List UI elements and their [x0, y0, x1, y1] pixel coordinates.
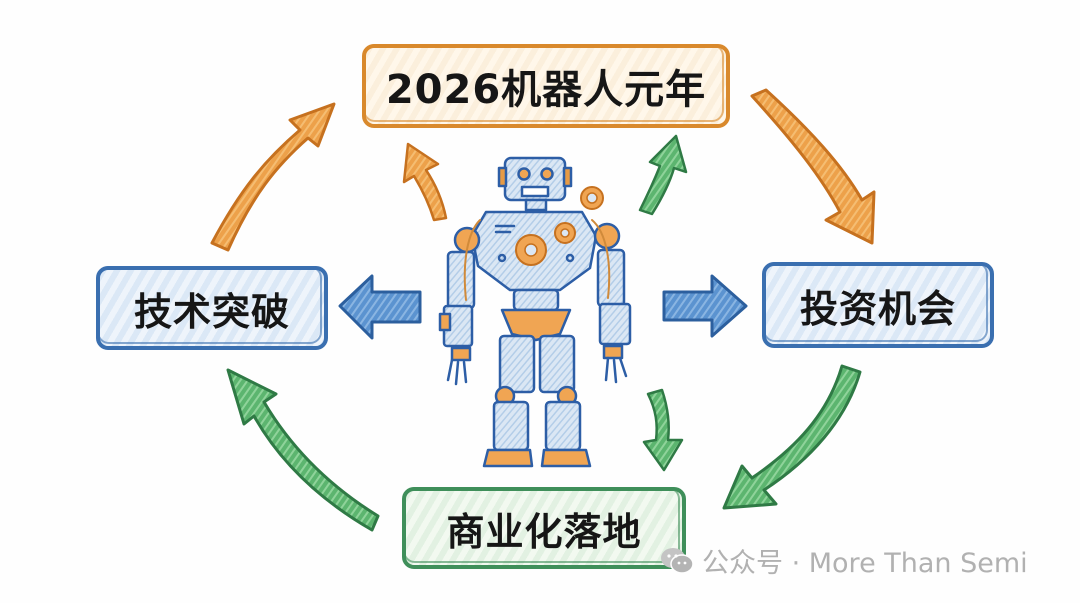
- node-commercialization-label: 商业化落地: [446, 509, 642, 554]
- arrow-center-to-bottom: [642, 388, 684, 472]
- node-robot-year: 2026机器人元年: [362, 44, 730, 128]
- arrow-center-to-top-orange: [402, 142, 448, 222]
- node-tech-breakthrough: 技术突破: [96, 266, 328, 350]
- node-investment-opportunity: 投资机会: [762, 262, 994, 348]
- arrow-center-to-right: [662, 274, 748, 338]
- watermark-text: 公众号 · More Than Semi: [702, 548, 1028, 579]
- wechat-icon: [661, 547, 694, 574]
- arrow-bottom-to-left: [226, 368, 380, 532]
- node-commercialization: 商业化落地: [402, 487, 686, 569]
- arrow-center-to-top-green: [638, 134, 688, 216]
- node-robot-year-label: 2026机器人元年: [385, 67, 707, 113]
- arrow-left-to-top: [210, 102, 336, 252]
- arrow-top-to-right: [750, 88, 876, 245]
- robot-illustration: [438, 156, 632, 468]
- node-investment-opportunity-label: 投资机会: [799, 286, 956, 331]
- arrow-right-to-bottom: [722, 364, 862, 510]
- arrow-center-to-left: [338, 274, 422, 340]
- node-tech-breakthrough-label: 技术突破: [133, 289, 290, 334]
- watermark: 公众号 · More Than Semi: [660, 541, 1028, 580]
